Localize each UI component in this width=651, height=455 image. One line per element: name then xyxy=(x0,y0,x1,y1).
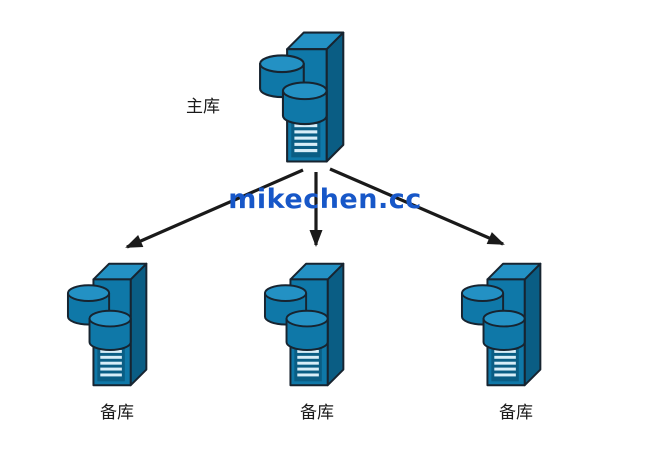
slave-server-database-icon xyxy=(460,250,558,397)
watermark-text: mikechen.cc xyxy=(228,184,422,215)
slave-db-label: 备库 xyxy=(499,403,533,423)
slave-server-database-icon xyxy=(263,250,361,397)
slave-db-label: 备库 xyxy=(300,403,334,423)
master-server-database-icon xyxy=(258,18,362,174)
slave-server-database-icon xyxy=(66,250,164,397)
slave-db-label: 备库 xyxy=(100,403,134,423)
master-db-label: 主库 xyxy=(186,97,220,117)
